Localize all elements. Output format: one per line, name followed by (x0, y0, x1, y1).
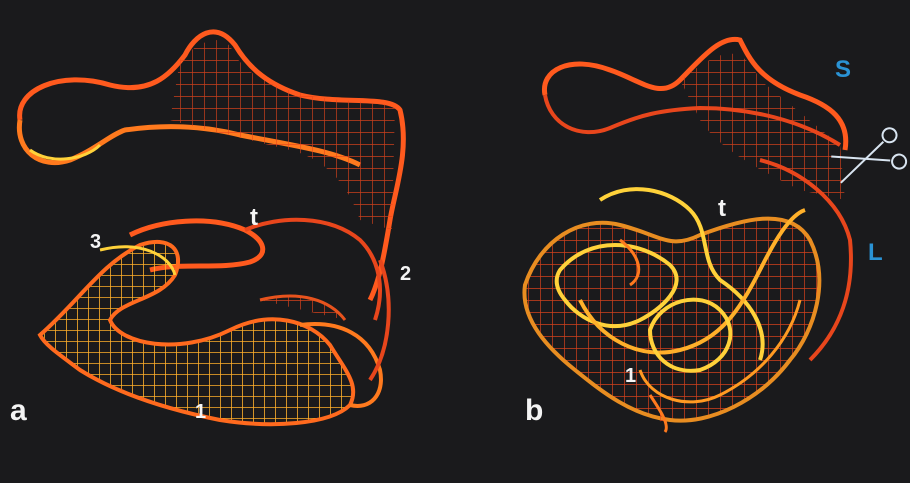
panel-b-letter: b (525, 396, 543, 426)
panel-a-label-3: 3 (90, 232, 101, 252)
panel-b-label-S: S (835, 58, 851, 82)
panel-a-label-2: 2 (400, 264, 411, 284)
panel-b-mesh (524, 39, 850, 432)
panel-a-mesh (19, 32, 403, 424)
panel-b-label-1: 1 (625, 366, 636, 386)
panel-b-label-L: L (868, 241, 883, 265)
panel-a-label-1: 1 (195, 402, 206, 422)
panel-a-label-t: t (250, 206, 258, 230)
panel-a-letter: a (10, 396, 27, 426)
panel-b-label-t: t (718, 197, 726, 221)
